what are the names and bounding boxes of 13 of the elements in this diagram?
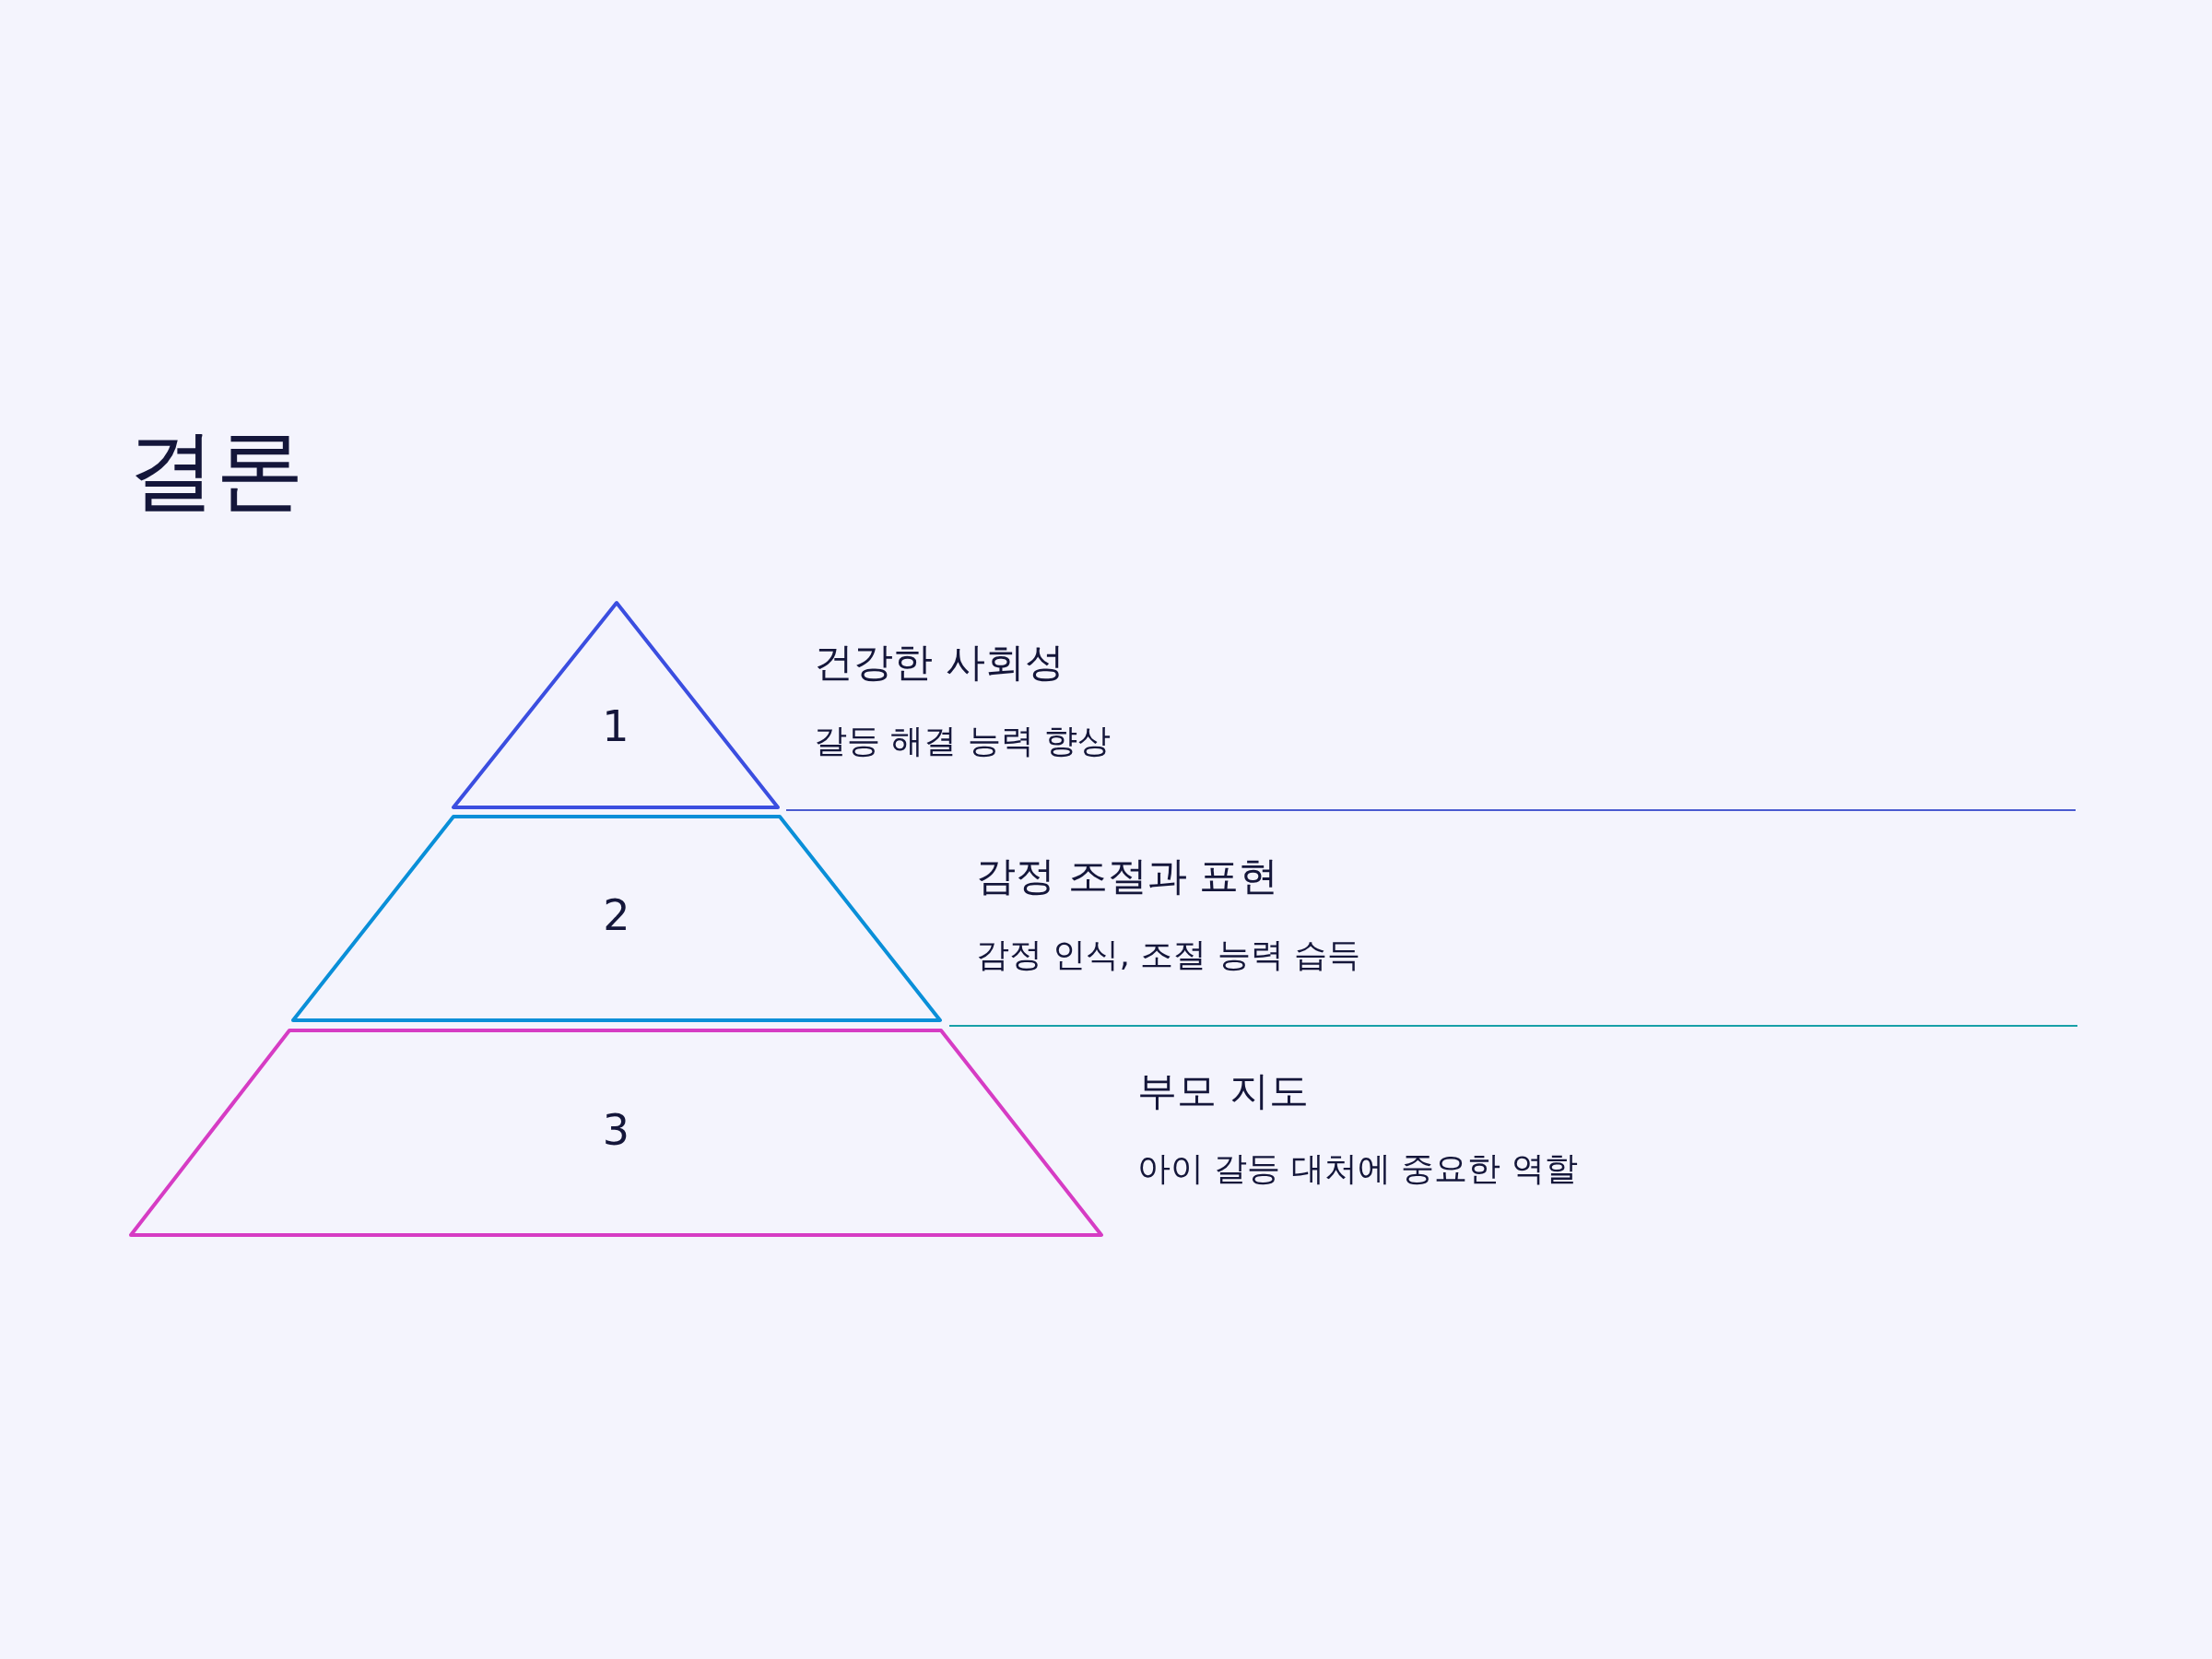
tier-number: 3 — [601, 1104, 631, 1156]
pyramid-tier — [291, 815, 942, 1022]
tier-number: 1 — [601, 700, 630, 752]
tier-description: 아이 갈등 대처에 중요한 역할 — [1137, 1148, 1578, 1189]
pyramid-tier — [452, 601, 780, 809]
slide-title: 결론 — [127, 419, 304, 521]
tier-heading: 건강한 사회성 — [814, 638, 1065, 687]
tier-description: 갈등 해결 능력 향상 — [814, 721, 1112, 761]
tier-heading: 부모 지도 — [1137, 1066, 1309, 1115]
tier-heading: 감정 조절과 표현 — [976, 852, 1279, 900]
tier-number: 2 — [602, 889, 631, 941]
tier-description: 감정 인식, 조절 능력 습득 — [976, 935, 1361, 975]
pyramid-tier — [129, 1029, 1103, 1237]
